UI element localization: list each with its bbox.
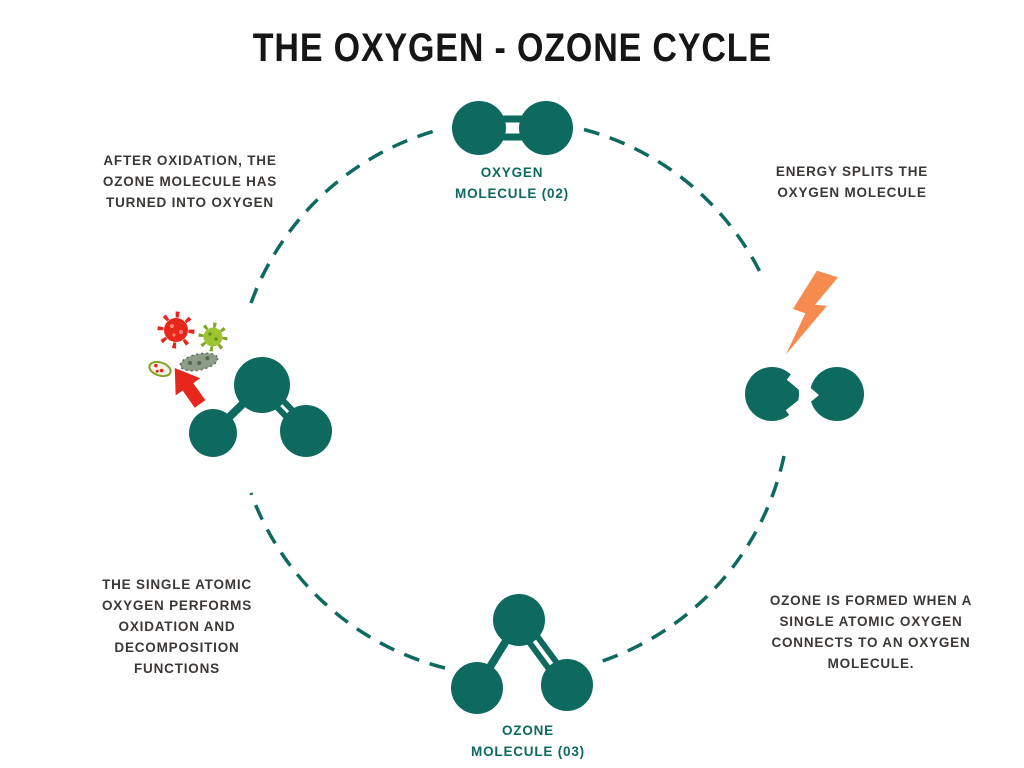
caption-line: OZONE IS FORMED WHEN A (769, 593, 973, 608)
caption-ozone-formed: OZONE IS FORMED WHEN A SINGLE ATOMIC OXY… (749, 590, 993, 674)
caption-line: MOLECULE. (827, 656, 915, 671)
caption-energy-splits: ENERGY SPLITS THE OXYGEN MOLECULE (752, 161, 952, 203)
oxygen-atom (452, 101, 506, 155)
cycle-arc-bottom-right (601, 455, 786, 663)
ozone-molecule-icon (451, 594, 593, 714)
red-arrow-icon (174, 367, 206, 408)
caption-line: OXYGEN (480, 165, 544, 180)
cycle-dashed-circle (249, 127, 786, 670)
microbe-icon (148, 360, 172, 378)
lightning-bolt-icon (785, 270, 839, 355)
caption-line: AFTER OXIDATION, THE (103, 153, 277, 168)
caption-single-atomic: THE SINGLE ATOMIC OXYGEN PERFORMS OXIDAT… (67, 574, 287, 679)
caption-line: MOLECULE (02) (455, 186, 569, 201)
caption-line: THE SINGLE ATOMIC (102, 577, 252, 592)
oxygen-atom (493, 594, 545, 646)
oxygen-atom (519, 101, 573, 155)
caption-line: OXYGEN PERFORMS (101, 598, 253, 613)
oxygen-atom (451, 662, 503, 714)
caption-line: OZONE (501, 723, 554, 738)
caption-line: TURNED INTO OXYGEN (106, 195, 274, 210)
label-oxygen-molecule: OXYGEN MOLECULE (02) (402, 162, 622, 204)
cycle-arc-bottom-left (249, 492, 446, 670)
caption-line: ENERGY SPLITS THE (775, 164, 929, 179)
oxygen-atom (189, 409, 237, 457)
caption-after-oxidation: AFTER OXIDATION, THE OZONE MOLECULE HAS … (70, 150, 310, 213)
oxygen-atom (280, 405, 332, 457)
virus-icon (198, 322, 228, 352)
caption-line: OXYGEN MOLECULE (777, 185, 927, 200)
caption-line: SINGLE ATOMIC OXYGEN (779, 614, 963, 629)
caption-line: OXIDATION AND (118, 619, 236, 634)
oxygen-atom (541, 659, 593, 711)
caption-line: CONNECTS TO AN OXYGEN (771, 635, 971, 650)
caption-line: DECOMPOSITION (114, 640, 240, 655)
oxygen-atom (234, 357, 290, 413)
page-title-text: THE OXYGEN - OZONE CYCLE (252, 26, 772, 70)
split-oxygen-molecule-icon (745, 359, 864, 430)
caption-line: FUNCTIONS (134, 661, 220, 676)
cycle-arc-top-right (583, 127, 764, 277)
ozone-with-microbes-icon (189, 357, 332, 457)
microbes-group (148, 311, 228, 408)
caption-line: OZONE MOLECULE HAS (102, 174, 278, 189)
cycle-arc-top-left (249, 127, 441, 304)
split-crack (785, 359, 820, 430)
caption-line: MOLECULE (03) (471, 744, 585, 759)
oxygen-atom (810, 367, 864, 421)
oxygen-molecule-icon (452, 101, 573, 155)
oxygen-atom (745, 367, 799, 421)
page-title: THE OXYGEN - OZONE CYCLE (0, 26, 1024, 71)
bacteria-icon (179, 352, 219, 372)
virus-icon (157, 311, 195, 349)
label-ozone-molecule: OZONE MOLECULE (03) (418, 720, 638, 762)
